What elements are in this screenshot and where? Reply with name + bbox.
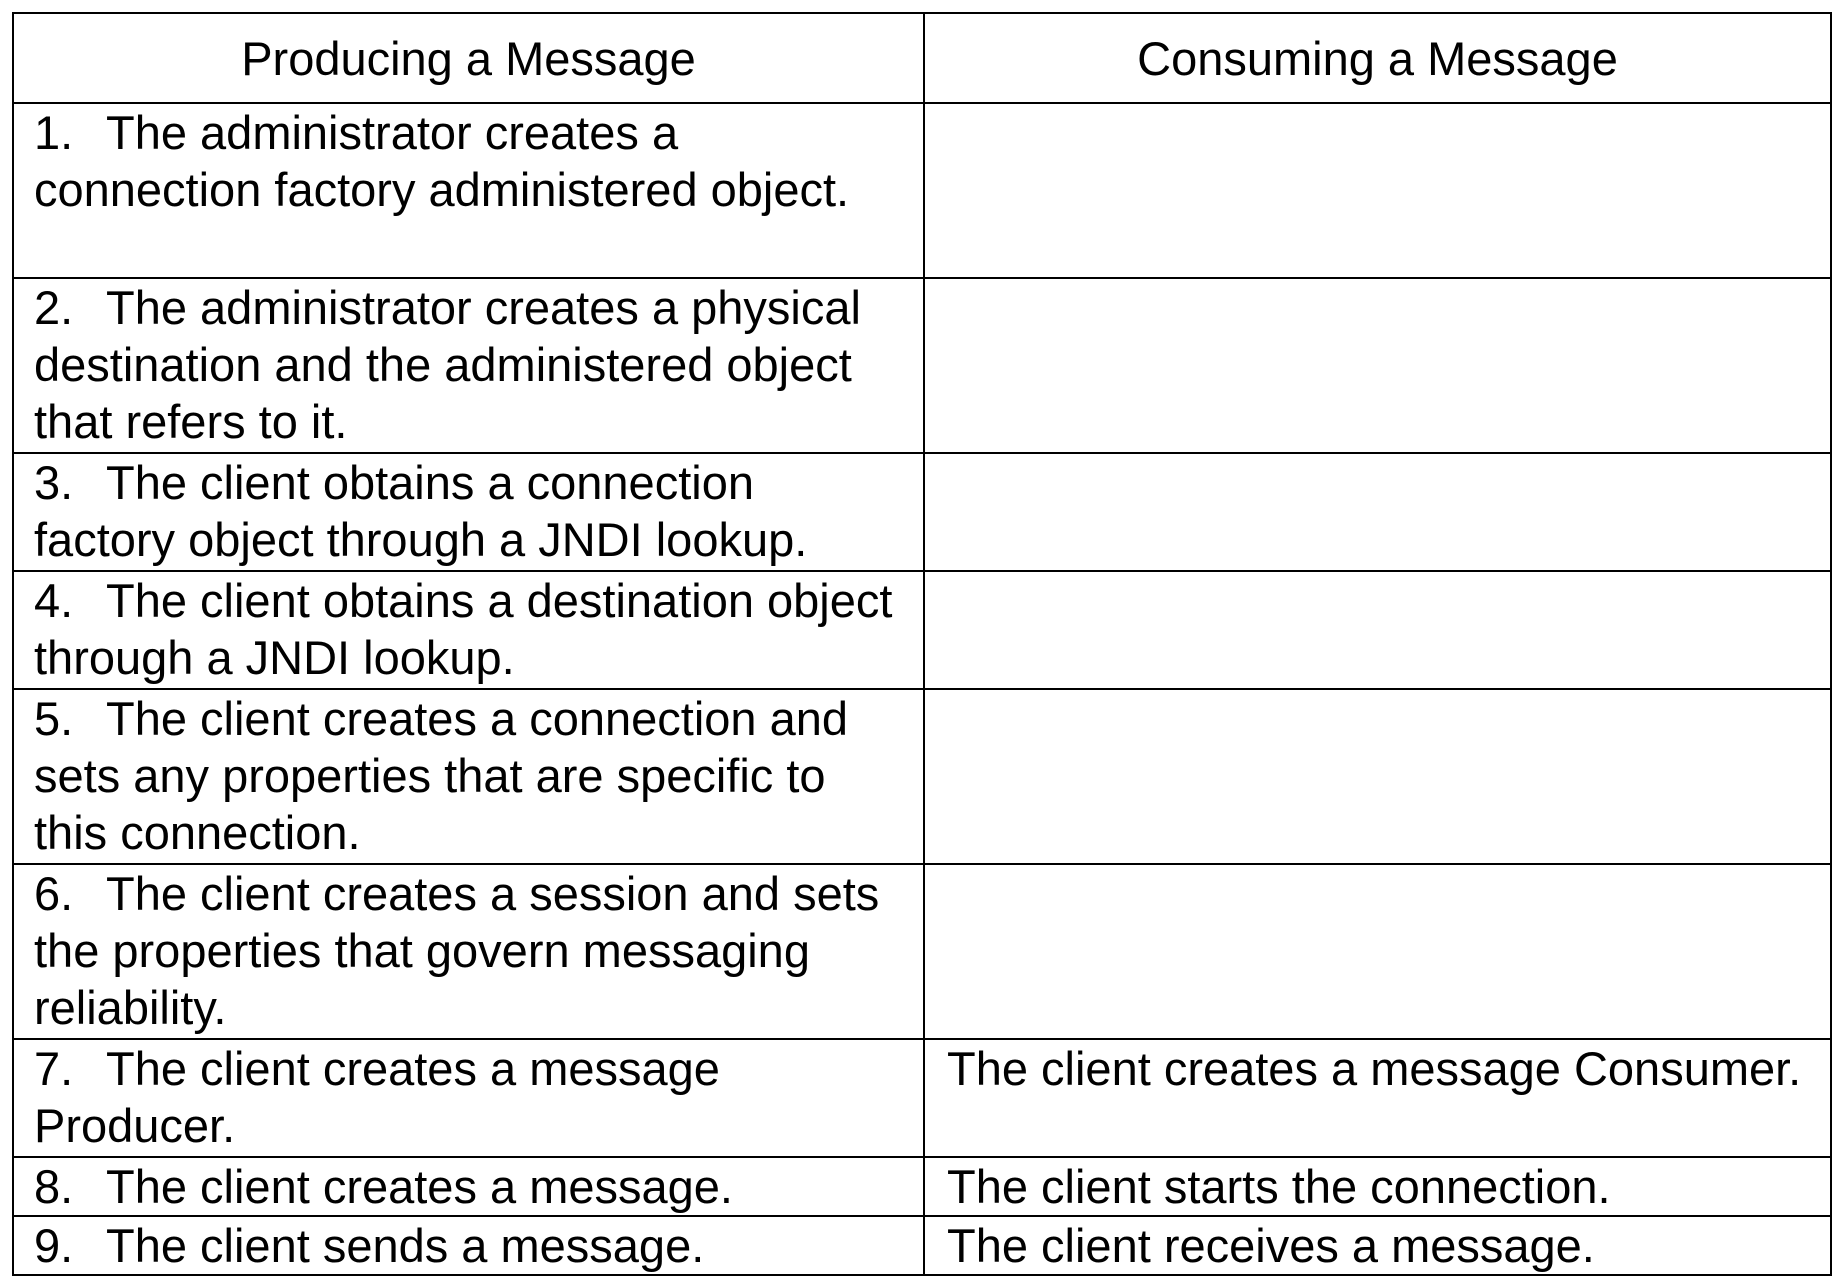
step-number: 1. <box>34 104 106 161</box>
table-row: 4.The client obtains a destination objec… <box>13 571 1831 689</box>
table-row: 2.The administrator creates a physical d… <box>13 278 1831 453</box>
consuming-cell: The client starts the connection. <box>924 1157 1831 1216</box>
producing-cell: 2.The administrator creates a physical d… <box>13 278 924 453</box>
table-row: 7.The client creates a message Producer.… <box>13 1039 1831 1157</box>
consuming-cell <box>924 571 1831 689</box>
table-row: 6.The client creates a session and sets … <box>13 864 1831 1039</box>
step-number: 4. <box>34 572 106 629</box>
producing-cell: 7.The client creates a message Producer. <box>13 1039 924 1157</box>
message-steps-document: Producing a Message Consuming a Message … <box>12 12 1832 1276</box>
consuming-cell <box>924 103 1831 278</box>
header-consuming: Consuming a Message <box>924 13 1831 103</box>
step-number: 3. <box>34 454 106 511</box>
consuming-cell: The client receives a message. <box>924 1216 1831 1275</box>
consuming-cell <box>924 864 1831 1039</box>
producing-cell: 3.The client obtains a connection factor… <box>13 453 924 571</box>
table-header-row: Producing a Message Consuming a Message <box>13 13 1831 103</box>
step-number: 6. <box>34 865 106 922</box>
table-row: 3.The client obtains a connection factor… <box>13 453 1831 571</box>
producing-text: The administrator creates a connection f… <box>34 106 849 216</box>
step-number: 9. <box>34 1217 106 1274</box>
table-row: 1.The administrator creates a connection… <box>13 103 1831 278</box>
message-steps-table: Producing a Message Consuming a Message … <box>12 12 1832 1276</box>
producing-cell: 8.The client creates a message. <box>13 1157 924 1216</box>
consuming-cell: The client creates a message Consumer. <box>924 1039 1831 1157</box>
producing-text: The client creates a message. <box>106 1160 733 1213</box>
consuming-cell <box>924 689 1831 864</box>
producing-cell: 9.The client sends a message. <box>13 1216 924 1275</box>
producing-text: The client sends a message. <box>106 1219 704 1272</box>
table-row: 9.The client sends a message. The client… <box>13 1216 1831 1275</box>
producing-text: The client creates a session and sets th… <box>34 867 879 1034</box>
step-number: 8. <box>34 1158 106 1215</box>
producing-cell: 5.The client creates a connection and se… <box>13 689 924 864</box>
producing-cell: 1.The administrator creates a connection… <box>13 103 924 278</box>
producing-cell: 6.The client creates a session and sets … <box>13 864 924 1039</box>
table-row: 8.The client creates a message. The clie… <box>13 1157 1831 1216</box>
table-row: 5.The client creates a connection and se… <box>13 689 1831 864</box>
step-number: 5. <box>34 690 106 747</box>
producing-cell: 4.The client obtains a destination objec… <box>13 571 924 689</box>
header-producing: Producing a Message <box>13 13 924 103</box>
producing-text: The administrator creates a physical des… <box>34 281 861 448</box>
consuming-cell <box>924 278 1831 453</box>
producing-text: The client obtains a destination object … <box>34 574 892 684</box>
step-number: 7. <box>34 1040 106 1097</box>
step-number: 2. <box>34 279 106 336</box>
producing-text: The client creates a connection and sets… <box>34 692 848 859</box>
consuming-cell <box>924 453 1831 571</box>
producing-text: The client obtains a connection factory … <box>34 456 807 566</box>
producing-text: The client creates a message Producer. <box>34 1042 720 1152</box>
